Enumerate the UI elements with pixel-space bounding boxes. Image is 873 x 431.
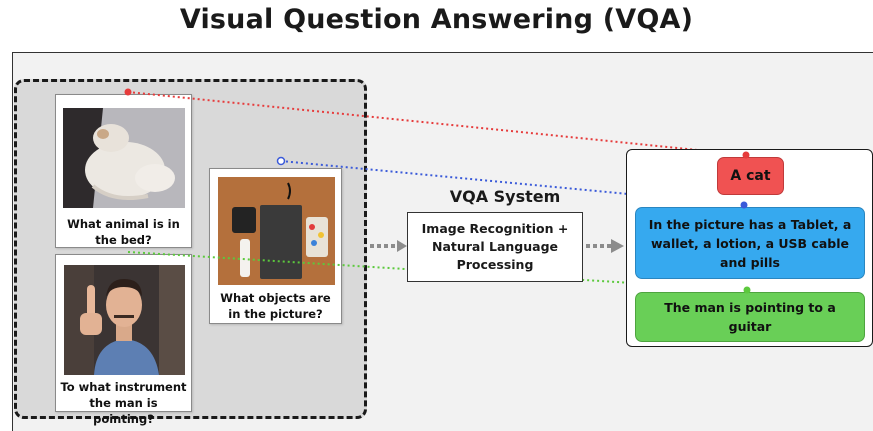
answer-objects: In the picture has a Tablet, a wallet, a… [635,207,865,279]
question-objects: What objects are in the picture? [220,291,331,321]
page-title: Visual Question Answering (VQA) [179,4,694,35]
cat-photo [63,108,185,208]
input-to-system-arrowhead [397,240,407,252]
objects-photo [218,177,335,285]
question-card-cat: What animal is in the bed? [55,94,192,248]
red-dotted-connector [127,91,747,156]
answer-cat: A cat [717,157,784,195]
answer-guitar: The man is pointing to a guitar [635,292,865,342]
man-photo [64,265,185,375]
question-cat: What animal is in the bed? [67,217,180,247]
system-to-answers-arrowhead [611,239,624,253]
vqa-system-box: Image Recognition + Natural Language Pro… [407,212,583,282]
vqa-system-title: VQA System [449,187,561,206]
question-card-man: To what instrument the man is pointing? [55,254,192,426]
question-man: To what instrument the man is pointing? [60,380,187,426]
question-card-objects: What objects are in the picture? [209,168,342,324]
blue-endpoint-ring [276,156,286,166]
red-endpoint-dot [124,88,132,96]
